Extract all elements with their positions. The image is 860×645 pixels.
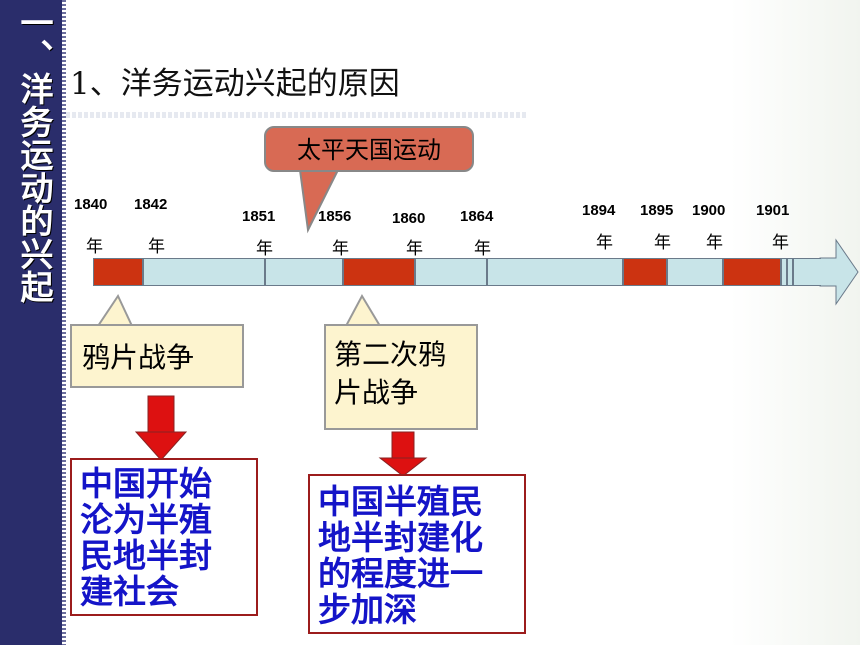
opium-war-callout: 鸦片战争 [70, 324, 244, 388]
opium-war-pointer [96, 293, 134, 327]
timeline-segment-tail [793, 258, 821, 286]
result-box-first: 中国开始 沦为半殖 民地半封 建社会 [70, 458, 258, 616]
timeline-segment-1842-1851 [143, 258, 265, 286]
timeline-arrowhead [819, 238, 859, 306]
timeline-segment-small-2 [787, 258, 793, 286]
year-suffix: 年 [256, 239, 273, 259]
year-suffix: 年 [86, 237, 103, 257]
second-opium-war-pointer [344, 293, 382, 327]
timeline-segment-1851-1856 [265, 258, 343, 286]
timeline-segment-1895-1900 [667, 258, 723, 286]
second-opium-war-line1: 第二次鸦 [334, 338, 447, 371]
result-box-second: 中国半殖民 地半封建化 的程度进一 步加深 [308, 474, 526, 634]
year-label: 1900 [692, 202, 726, 219]
year-suffix: 年 [706, 233, 723, 253]
second-opium-war-line2: 片战争 [334, 376, 419, 409]
year-suffix: 年 [596, 233, 613, 253]
timeline-segment-small-1 [781, 258, 787, 286]
year-label: 1856 [318, 208, 352, 225]
result-line: 步加深 [318, 590, 417, 629]
result-line: 民地半封 [80, 536, 212, 575]
taiping-callout: 太平天国运动 [264, 126, 474, 172]
sidebar: 一、洋务运动的兴起 [0, 0, 62, 645]
title-underline [66, 112, 526, 118]
timeline-segment-1894-1895 [623, 258, 667, 286]
year-suffix: 年 [474, 239, 491, 259]
year-suffix: 年 [772, 233, 789, 253]
result-line: 的程度进一 [318, 554, 483, 593]
down-arrow-1 [134, 395, 188, 461]
timeline-segment-1900-1901 [723, 258, 781, 286]
result-line: 地半封建化 [318, 518, 483, 557]
timeline-segment-1840-1842 [93, 258, 143, 286]
result-line: 建社会 [80, 572, 179, 611]
second-opium-war-callout: 第二次鸦 片战争 [324, 324, 478, 430]
down-arrow-2 [378, 431, 428, 477]
timeline-segment-1864-1894 [487, 258, 623, 286]
timeline-segment-1856-1860 [343, 258, 415, 286]
background-decoration [730, 0, 860, 645]
year-label: 1840 [74, 196, 108, 213]
opium-war-label: 鸦片战争 [82, 341, 195, 374]
year-label: 1851 [242, 208, 276, 225]
result-line: 沦为半殖 [80, 500, 212, 539]
year-suffix: 年 [332, 239, 349, 259]
page-title: 1、洋务运动兴起的原因 [70, 66, 400, 102]
year-label: 1864 [460, 208, 494, 225]
year-label: 1894 [582, 202, 616, 219]
year-label: 1895 [640, 202, 674, 219]
result-line: 中国开始 [80, 464, 212, 503]
year-label: 1860 [392, 210, 426, 227]
year-suffix: 年 [654, 233, 671, 253]
year-label: 1842 [134, 196, 168, 213]
result-line: 中国半殖民 [318, 482, 483, 521]
sidebar-edge [62, 0, 66, 645]
year-label: 1901 [756, 202, 790, 219]
sidebar-title: 一、洋务运动的兴起 [15, 6, 54, 303]
timeline-segment-1860-1864 [415, 258, 487, 286]
year-suffix: 年 [406, 239, 423, 259]
year-suffix: 年 [148, 237, 165, 257]
